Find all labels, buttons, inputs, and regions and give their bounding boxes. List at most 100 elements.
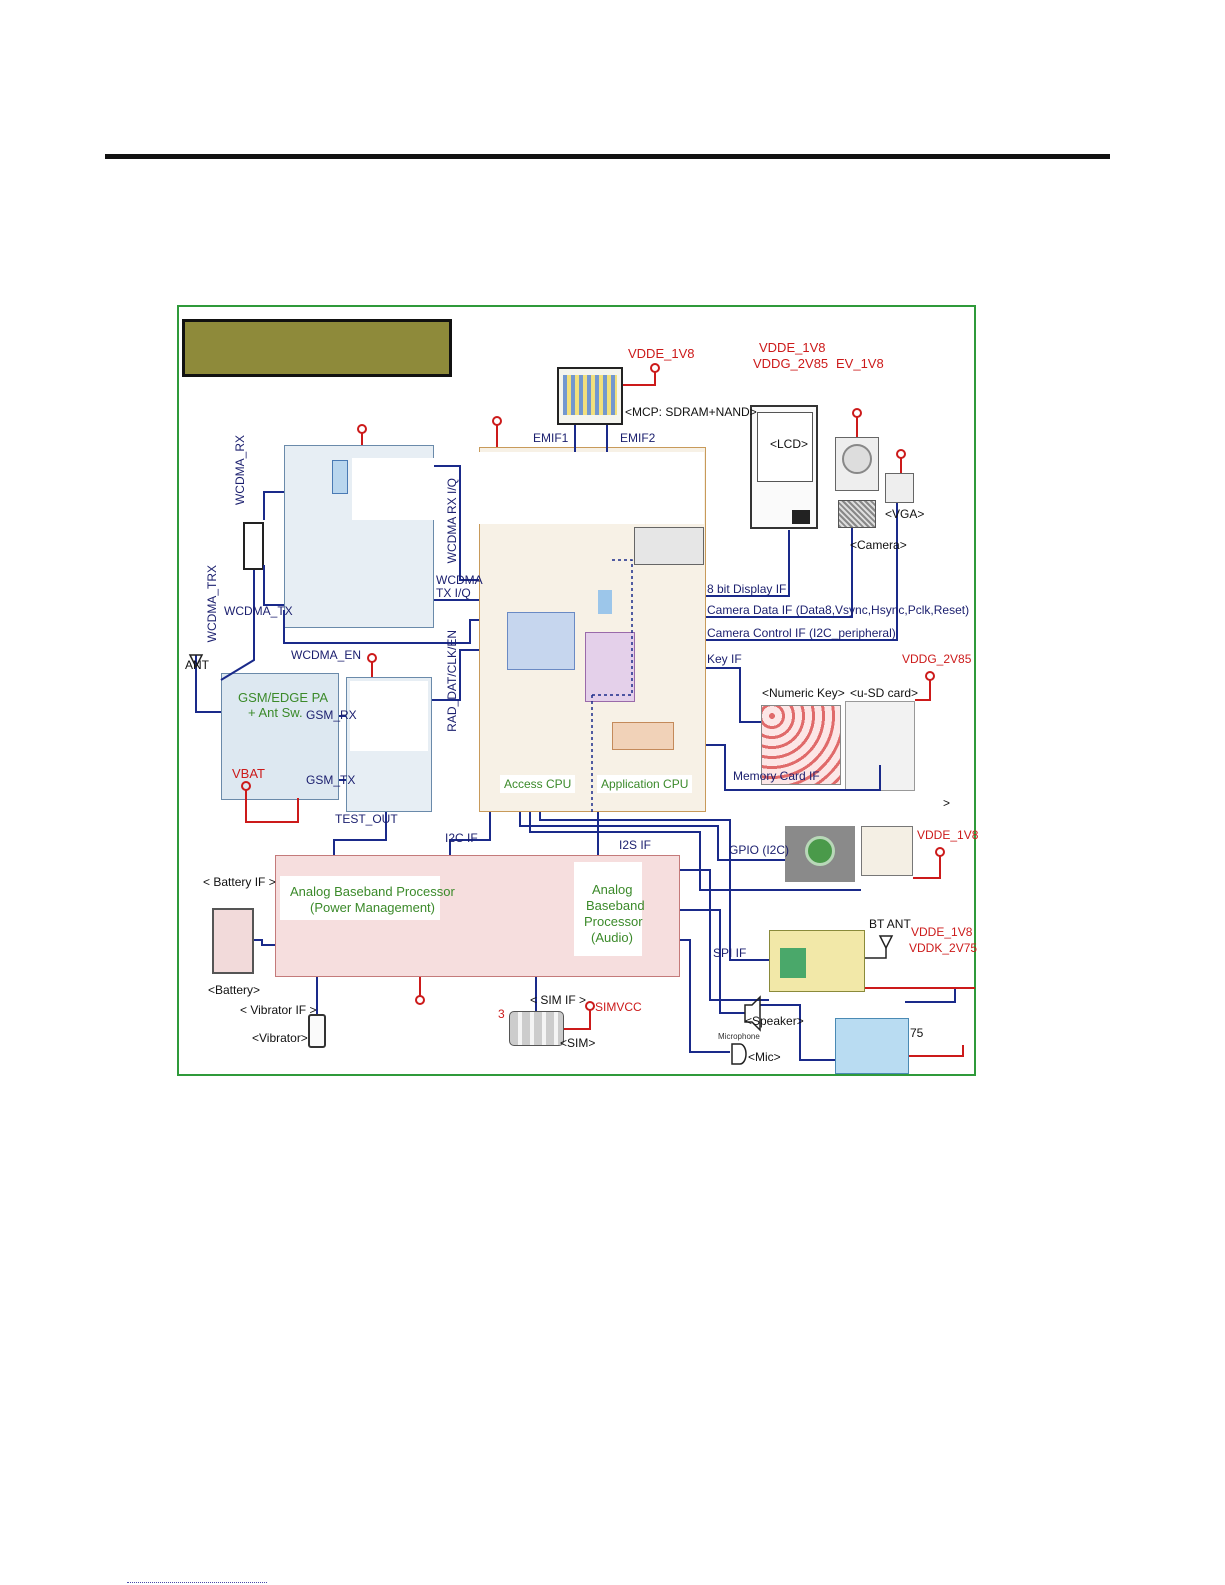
power-fm: [909, 1045, 964, 1057]
wire-battery: [254, 939, 275, 946]
baseband-processor-top-area: [472, 452, 704, 524]
wcdma-duplexer: [243, 522, 264, 570]
test-out-label: TEST_OUT: [335, 812, 398, 826]
wcdma-tx-label: WCDMA_TX: [224, 604, 293, 618]
key-if-label: Key IF: [707, 652, 742, 666]
wire-wcdma-rx-iq: [434, 465, 479, 581]
wcdma-tx-iq-label: WCDMA TX I/Q: [436, 573, 482, 600]
top-rule: [105, 154, 1110, 159]
display-if-label: 8 bit Display IF: [707, 582, 787, 596]
vibrator-label: <Vibrator>: [252, 1031, 308, 1045]
ant-symbol: [188, 654, 204, 669]
wire-gpio-2: [529, 812, 861, 891]
vdde-1v8-lcd-label: VDDE_1V8: [759, 340, 826, 355]
power-sim-node: [585, 1001, 595, 1011]
processor-top-unit: [634, 527, 704, 565]
wire-camera-data-if: [706, 528, 853, 618]
sim-if-label: < SIM IF >: [530, 993, 587, 1007]
usd-card-label: <u-SD card>: [850, 686, 919, 700]
mic-label: <Mic>: [748, 1050, 781, 1064]
wire-display-if: [706, 530, 790, 597]
three-label: 3: [498, 1007, 505, 1021]
abb-pm-label-box: [280, 876, 440, 920]
seventy-five-label: 75: [910, 1026, 924, 1040]
abb-pm-label-1: Analog Baseband Processor: [290, 884, 455, 899]
wire-test-out: [333, 812, 387, 855]
camera-connector: [838, 500, 876, 528]
wcdma-transceiver-window: [352, 458, 434, 520]
wire-memory-card-if: [706, 744, 881, 791]
power-camera-node: [852, 408, 862, 418]
vdde-1v8-mcp-label: VDDE_1V8: [628, 346, 695, 361]
vddg-2v85-sd-label: VDDG_2V85: [902, 652, 972, 666]
bracket-label: >: [943, 796, 951, 810]
power-sim: [564, 1010, 591, 1030]
lcd-label: <LCD>: [770, 437, 809, 451]
vga-label: <VGA>: [885, 507, 925, 521]
abb-audio-label-1: Analog: [592, 882, 633, 897]
power-gpio-node: [935, 847, 945, 857]
wire-spi-if: [680, 869, 769, 1001]
access-cpu-label: Access CPU: [500, 775, 576, 793]
gsm-pa-label-2: + Ant Sw.: [248, 705, 303, 720]
abb-audio-label-2: Baseband: [586, 898, 645, 913]
camera-lens: [842, 444, 872, 474]
processor-bus-unit: [612, 722, 674, 750]
battery-block: [212, 908, 254, 974]
power-abb-node: [415, 995, 425, 1005]
wire-wcdma-en: [283, 610, 479, 644]
camera-label: <Camera>: [850, 538, 907, 552]
gsm-pa-label-1: GSM/EDGE PA: [238, 690, 329, 705]
gpio-sensor-eye: [805, 836, 835, 866]
application-cpu-core: [585, 632, 635, 702]
vddk-2v75-label: VDDK_2V75: [909, 941, 978, 955]
battery-if-label: < Battery IF >: [203, 875, 276, 889]
power-gsm-node: [367, 653, 377, 663]
lcd-connector: [792, 510, 810, 524]
gsm-rx-label: GSM_RX: [306, 708, 357, 722]
sim-label: <SIM>: [560, 1036, 596, 1050]
application-cpu-label: Application CPU: [597, 775, 693, 793]
camera-data-if-label: Camera Data IF (Data8,Vsync,Hsync,Pclk,R…: [707, 603, 970, 617]
bottom-link-line: [127, 1582, 267, 1584]
emif1-label: EMIF1: [533, 431, 569, 445]
power-sd: [915, 680, 931, 701]
wire-wcdma-trx: [220, 570, 255, 681]
wire-spi-if-2: [539, 812, 769, 961]
bt-ant-label: BT ANT: [869, 917, 911, 931]
vbat-label: VBAT: [232, 766, 265, 781]
speaker-symbol: [744, 995, 761, 1032]
mcp-chip: [563, 375, 617, 415]
i2c-if-label: I2C IF: [445, 831, 478, 845]
wire-gpio: [519, 812, 785, 861]
wire-key-if: [706, 667, 761, 723]
diagram-header-box: [182, 319, 452, 377]
gpio-i2c-label: GPIO (I2C): [729, 843, 790, 857]
speaker-label: <Speaker>: [745, 1014, 804, 1028]
vga-module-block: [885, 473, 914, 503]
emif2-label: EMIF2: [620, 431, 656, 445]
power-mcp: [623, 372, 656, 386]
vdde-1v8-gpio-label: VDDE_1V8: [917, 828, 979, 842]
ant-label: ANT: [185, 658, 209, 672]
diagram-frame: [177, 305, 976, 1076]
vibrator-block: [308, 1014, 326, 1048]
microphone-label: Microphone: [718, 1032, 760, 1041]
power-vga-node: [896, 449, 906, 459]
abb-pm-label-2: (Power Management): [310, 900, 435, 915]
wire-fm: [760, 1004, 835, 1061]
bt-ant-symbol: [878, 935, 894, 950]
power-sd-node: [925, 671, 935, 681]
access-cpu-core: [507, 612, 575, 670]
wire-rad-dat: [432, 649, 479, 701]
rad-dat-label: RAD_DAT/CLK/EN: [445, 630, 459, 732]
wire-speaker: [680, 909, 745, 1014]
wire-camera-control-if: [706, 503, 898, 641]
battery-label: <Battery>: [208, 983, 261, 997]
abb-audio-label-3: Processor: [584, 914, 643, 929]
abb-audio-label-box: [574, 862, 642, 956]
numeric-key-block: [761, 705, 841, 785]
power-bb-node: [492, 416, 502, 426]
gsm-tx-label: GSM_TX: [306, 773, 356, 787]
